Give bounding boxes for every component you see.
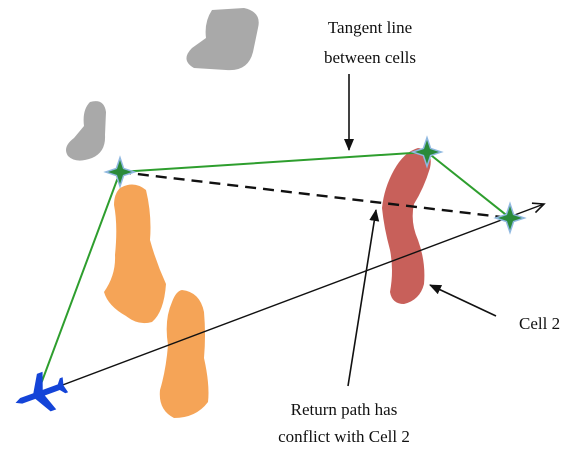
star-waypoint-icon — [103, 155, 137, 189]
return-path-label-2: conflict with Cell 2 — [278, 427, 410, 446]
cell2-label-pointer — [429, 284, 497, 317]
orange-cell-2 — [159, 290, 209, 418]
star-waypoint-icon — [410, 135, 444, 169]
tangent-line-label-2: between cells — [324, 48, 416, 67]
star-waypoint-icon — [493, 201, 527, 235]
tangent-line-label-1: Tangent line — [328, 18, 412, 37]
tangent-path — [37, 150, 511, 393]
gray-cell-top — [186, 8, 259, 71]
return-path-label-1: Return path has — [291, 400, 398, 419]
cell2-label: Cell 2 — [519, 314, 560, 333]
gray-cell-left — [66, 101, 106, 161]
return-path-label-pointer — [347, 209, 380, 387]
flight-direction-arrow — [43, 202, 546, 393]
return-path-dashed — [119, 170, 511, 220]
red-cell-2 — [382, 148, 431, 304]
airplane-icon — [15, 371, 69, 412]
orange-cell-1 — [104, 184, 166, 324]
